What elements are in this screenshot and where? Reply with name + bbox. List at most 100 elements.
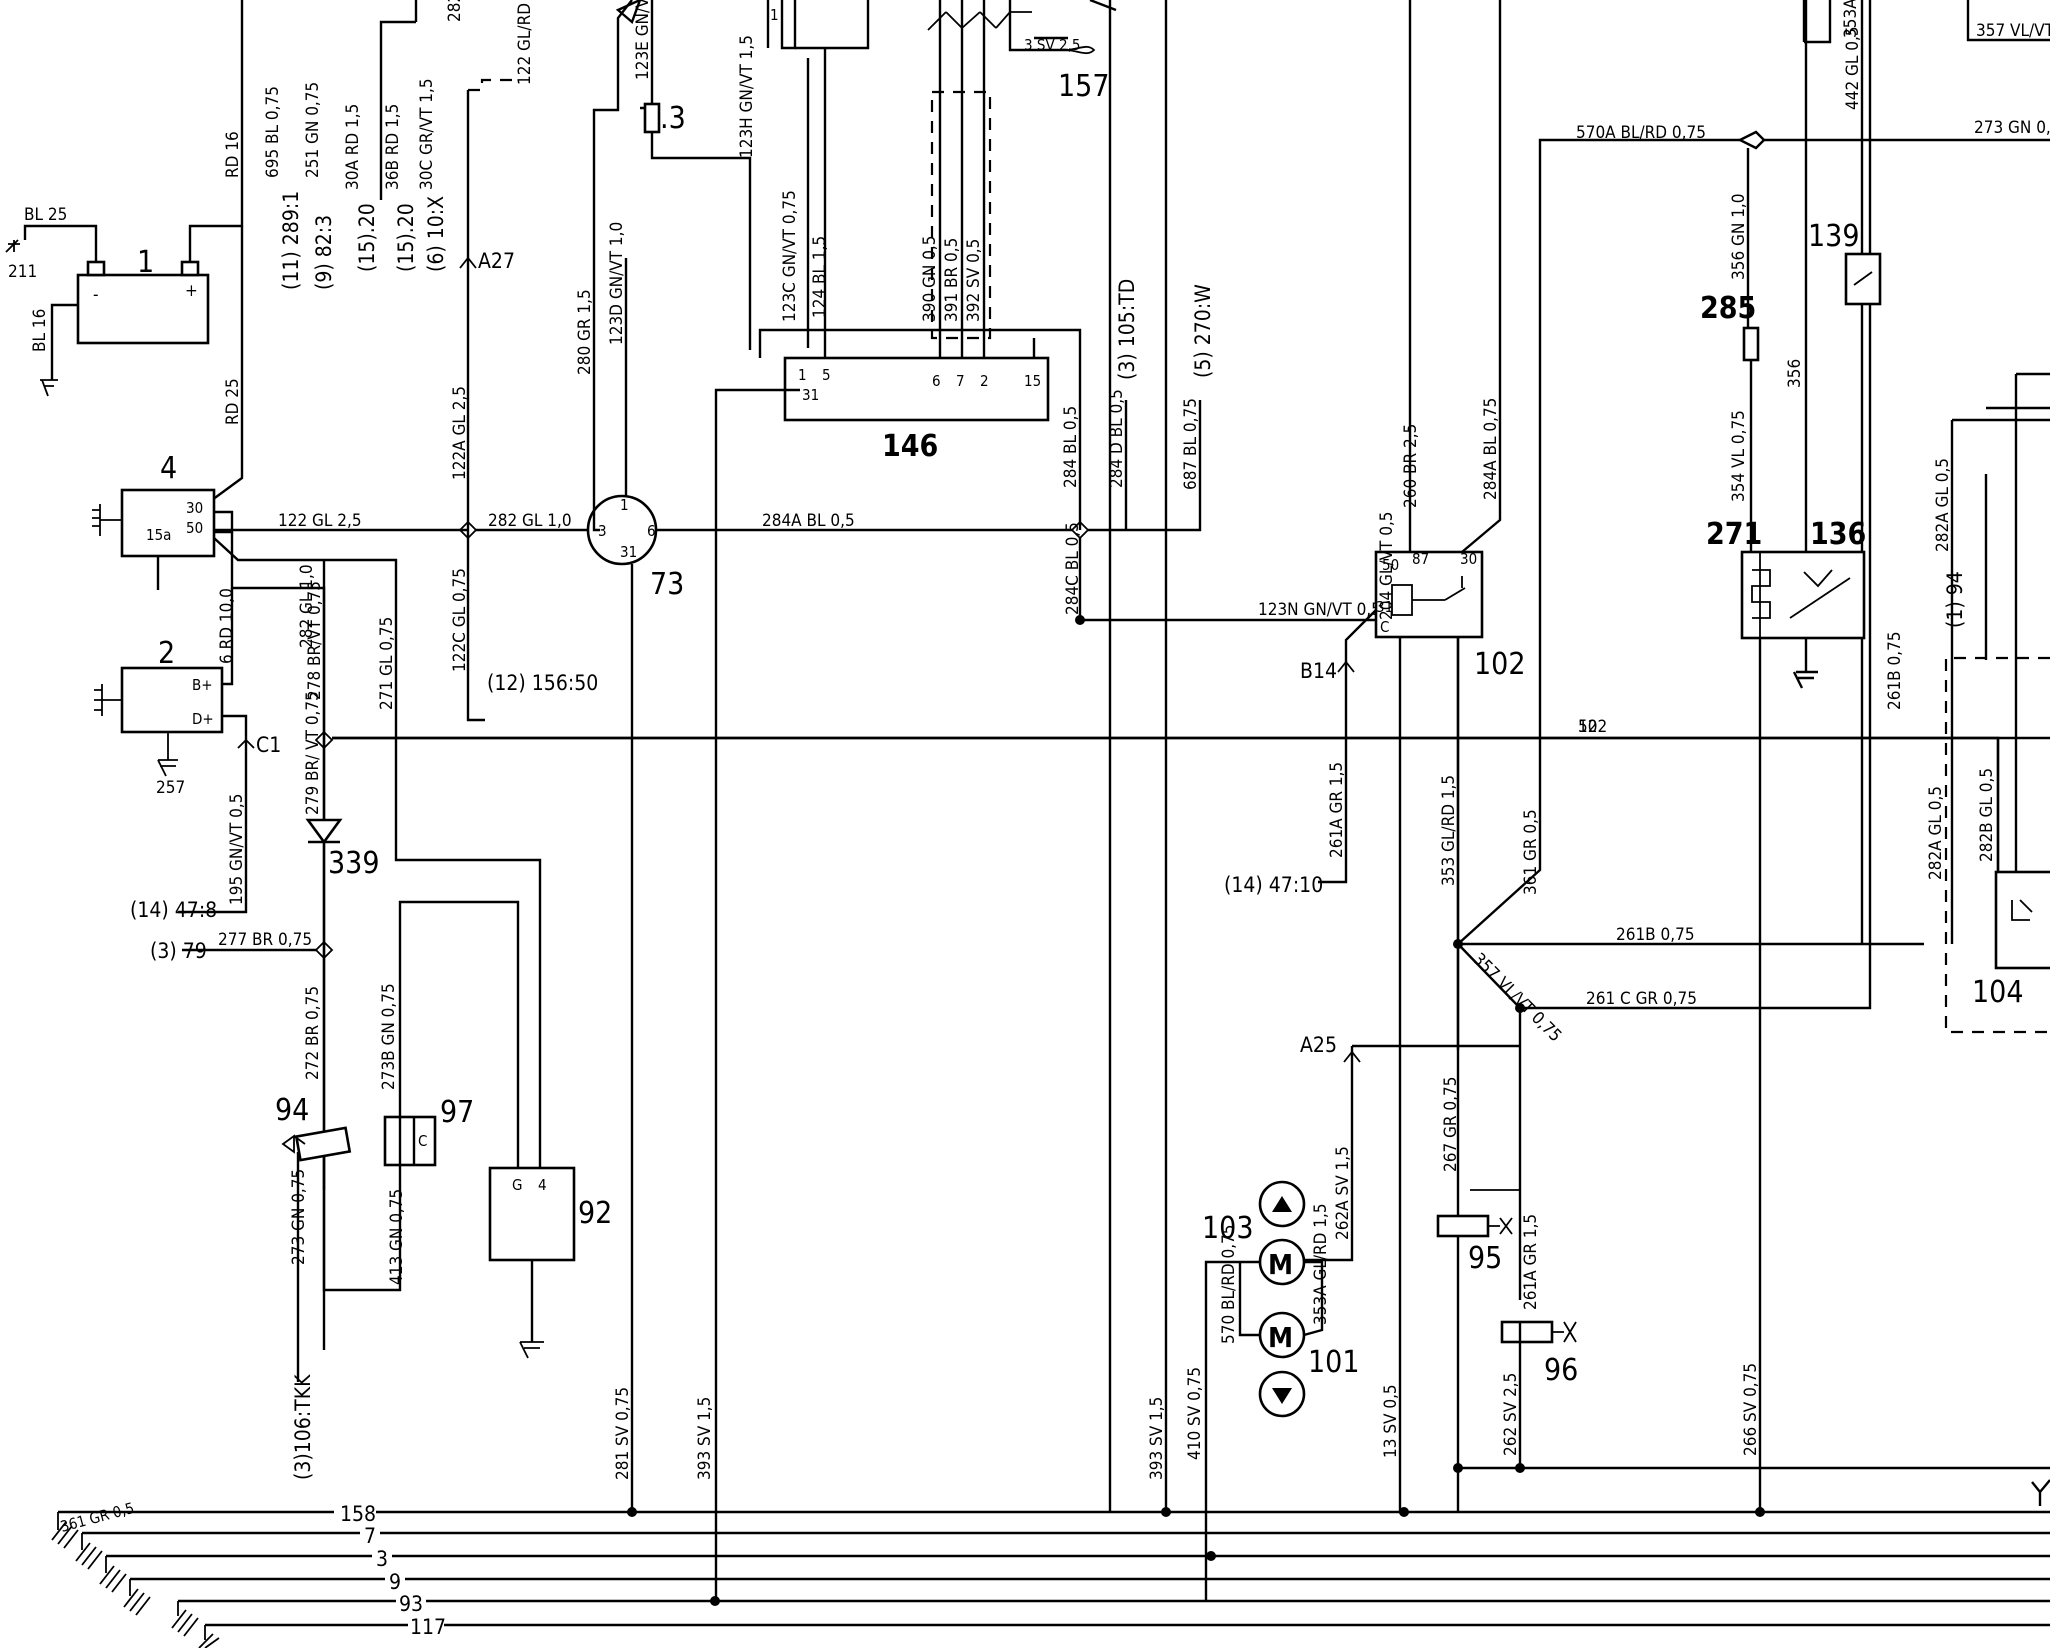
ground-icon bbox=[5, 239, 20, 253]
svg-text:390 GN 0,5: 390 GN 0,5 bbox=[920, 235, 940, 322]
svg-text:123E GN/VT 1,5: 123E GN/VT 1,5 bbox=[633, 0, 653, 80]
svg-text:261B 0,75: 261B 0,75 bbox=[1616, 925, 1695, 945]
svg-text:(11) 289:1: (11) 289:1 bbox=[279, 191, 303, 290]
pump-motor-103[interactable]: M 103 bbox=[1202, 1180, 1306, 1286]
component-label-285: 285 bbox=[1700, 291, 1756, 326]
svg-text:262 SV 2,5: 262 SV 2,5 bbox=[1501, 1373, 1521, 1456]
bus-label-3: 3 bbox=[376, 1547, 388, 1571]
solenoid-valve-94[interactable]: 94 bbox=[275, 1093, 352, 1162]
svg-text:284A BL 0,5: 284A BL 0,5 bbox=[762, 511, 855, 531]
bus-label-93: 93 bbox=[399, 1592, 423, 1616]
svg-text:G: G bbox=[512, 1176, 522, 1194]
ignition-switch-4[interactable]: 30 50 15a 4 bbox=[92, 451, 216, 558]
svg-text:6: 6 bbox=[932, 372, 941, 390]
component-label-136: 136 bbox=[1810, 517, 1866, 552]
svg-text:282 GL 1,0: 282 GL 1,0 bbox=[488, 511, 572, 531]
component-139[interactable]: 139 bbox=[1808, 219, 1882, 306]
capacitor-97[interactable]: C 97 bbox=[383, 1095, 474, 1167]
component-label-104: 104 bbox=[1972, 975, 2024, 1010]
solenoid-valve-95[interactable]: 95 bbox=[1436, 1189, 1521, 1300]
svg-text:123N GN/VT 0,5: 123N GN/VT 0,5 bbox=[1258, 600, 1381, 620]
svg-text:31: 31 bbox=[1376, 598, 1393, 616]
bus-label-7: 7 bbox=[364, 1524, 376, 1548]
svg-text:(14) 47:8: (14) 47:8 bbox=[130, 898, 217, 922]
sensor-73[interactable]: 1 6 3 31 73 bbox=[586, 494, 684, 602]
svg-text:122: 122 bbox=[1578, 717, 1607, 737]
component-271-136[interactable]: 271 136 bbox=[1706, 517, 1866, 640]
svg-text:C: C bbox=[418, 1132, 427, 1150]
key-icon bbox=[92, 504, 122, 536]
svg-text:284A BL 0,75: 284A BL 0,75 bbox=[1481, 398, 1501, 500]
svg-text:123C GN/VT 0,75: 123C GN/VT 0,75 bbox=[780, 190, 800, 322]
svg-text:(9) 82:3: (9) 82:3 bbox=[312, 215, 336, 290]
svg-text:273B GN 0,75: 273B GN 0,75 bbox=[379, 983, 399, 1090]
svg-text:124 BL 1,5: 124 BL 1,5 bbox=[810, 236, 830, 318]
svg-text:261A GR 1,5: 261A GR 1,5 bbox=[1327, 762, 1347, 858]
svg-text:87: 87 bbox=[1412, 550, 1429, 568]
svg-text:284 D BL 0,5: 284 D BL 0,5 bbox=[1107, 389, 1127, 488]
component-label-139: 139 bbox=[1808, 219, 1860, 254]
component-label-92: 92 bbox=[578, 1196, 612, 1231]
svg-text:392 SV 0,5: 392 SV 0,5 bbox=[964, 239, 984, 322]
svg-text:C1: C1 bbox=[256, 733, 281, 757]
svg-text:282B GL 0,5: 282B GL 0,5 bbox=[1977, 768, 1997, 862]
svg-text:410 SV 0,75: 410 SV 0,75 bbox=[1185, 1367, 1205, 1460]
svg-text:353 GL/RD 1,5: 353 GL/RD 1,5 bbox=[1439, 775, 1459, 886]
svg-text:122 GL 2,5: 122 GL 2,5 bbox=[278, 511, 362, 531]
svg-text:261A GR 1,5: 261A GR 1,5 bbox=[1521, 1214, 1541, 1310]
ground-bus-group: 158 7 3 9 93 117 361 GR 0,5 bbox=[51, 1499, 2050, 1648]
relay-102[interactable]: 50 87 30 31 C 102 bbox=[1374, 550, 1526, 682]
connector-146[interactable]: 1 5 31 6 7 2 15 146 bbox=[783, 356, 1050, 464]
svg-text:D+: D+ bbox=[192, 710, 214, 728]
alternator-2[interactable]: B+ D+ 2 bbox=[94, 636, 224, 734]
svg-text:284 BL 0,5: 284 BL 0,5 bbox=[1061, 406, 1081, 488]
solenoid-valve-96[interactable]: 96 bbox=[1500, 1320, 1578, 1388]
svg-text:262A SV 1,5: 262A SV 1,5 bbox=[1333, 1146, 1353, 1240]
svg-text:413 GN 0,75: 413 GN 0,75 bbox=[387, 1189, 407, 1285]
svg-text:50: 50 bbox=[186, 519, 203, 537]
svg-text:123D GN/VT 1,0: 123D GN/VT 1,0 bbox=[607, 222, 627, 345]
component-label-94: 94 bbox=[275, 1093, 309, 1128]
svg-text:272 BR 0,75: 272 BR 0,75 bbox=[303, 986, 323, 1080]
svg-text:B14: B14 bbox=[1300, 659, 1337, 683]
svg-text:7: 7 bbox=[956, 372, 965, 390]
component-104[interactable]: 104 bbox=[1972, 870, 2050, 1010]
svg-text:282A GL 0,5: 282A GL 0,5 bbox=[1926, 786, 1946, 880]
pump-motor-101[interactable]: M 101 bbox=[1258, 1311, 1360, 1418]
svg-text:356 GN 1,0: 356 GN 1,0 bbox=[1729, 193, 1749, 280]
svg-text:(15).20: (15).20 bbox=[394, 203, 418, 272]
svg-text:(3) 105:TD: (3) 105:TD bbox=[1115, 279, 1139, 380]
tachometer-92[interactable]: G 4 92 bbox=[488, 1166, 612, 1262]
svg-text:284C BL 0,5: 284C BL 0,5 bbox=[1063, 522, 1083, 615]
svg-text:(1) 94: (1) 94 bbox=[1943, 571, 1967, 628]
svg-text:353A GL/RD 1,5: 353A GL/RD 1,5 bbox=[1311, 1203, 1331, 1325]
svg-text:357 VL/VT 0,75: 357 VL/VT 0,75 bbox=[1468, 949, 1565, 1046]
svg-text:-: - bbox=[93, 285, 99, 305]
svg-text:30C GR/VT 1,5: 30C GR/VT 1,5 bbox=[417, 78, 437, 190]
svg-text:30: 30 bbox=[1460, 550, 1477, 568]
svg-text:A25: A25 bbox=[1300, 1033, 1337, 1057]
svg-text:353A GL/: 353A GL/ bbox=[1841, 0, 1861, 38]
svg-text:31: 31 bbox=[620, 543, 637, 561]
svg-text:271 GL 0,75: 271 GL 0,75 bbox=[377, 617, 397, 710]
component-label-95: 95 bbox=[1468, 1241, 1502, 1276]
svg-text:BL 16: BL 16 bbox=[30, 309, 50, 352]
wire-label-3sv25: 361 GR 0,5 bbox=[58, 1499, 136, 1536]
ground-icon bbox=[40, 379, 58, 397]
svg-text:267 GR 0,75: 267 GR 0,75 bbox=[1441, 1077, 1461, 1172]
svg-text:31: 31 bbox=[802, 386, 819, 404]
svg-text:354 VL 0,75: 354 VL 0,75 bbox=[1729, 410, 1749, 502]
svg-text:279 BR/ VT 0,75: 279 BR/ VT 0,75 bbox=[303, 691, 323, 815]
svg-text:M: M bbox=[1268, 1321, 1293, 1354]
svg-text:122A GL 2,5: 122A GL 2,5 bbox=[450, 386, 470, 480]
svg-text:123H GN/VT 1,5: 123H GN/VT 1,5 bbox=[737, 35, 757, 158]
component-label-1: 1 bbox=[137, 245, 154, 280]
svg-text:687 BL 0,75: 687 BL 0,75 bbox=[1181, 398, 1201, 490]
bus-label-117: 117 bbox=[410, 1615, 446, 1639]
svg-text:30: 30 bbox=[186, 499, 203, 517]
component-label-96: 96 bbox=[1544, 1353, 1578, 1388]
svg-text:442 GL 0,5: 442 GL 0,5 bbox=[1843, 26, 1863, 110]
svg-text:282A GL 0,5: 282A GL 0,5 bbox=[1933, 458, 1953, 552]
svg-text:13 SV 0,5: 13 SV 0,5 bbox=[1381, 1384, 1401, 1458]
